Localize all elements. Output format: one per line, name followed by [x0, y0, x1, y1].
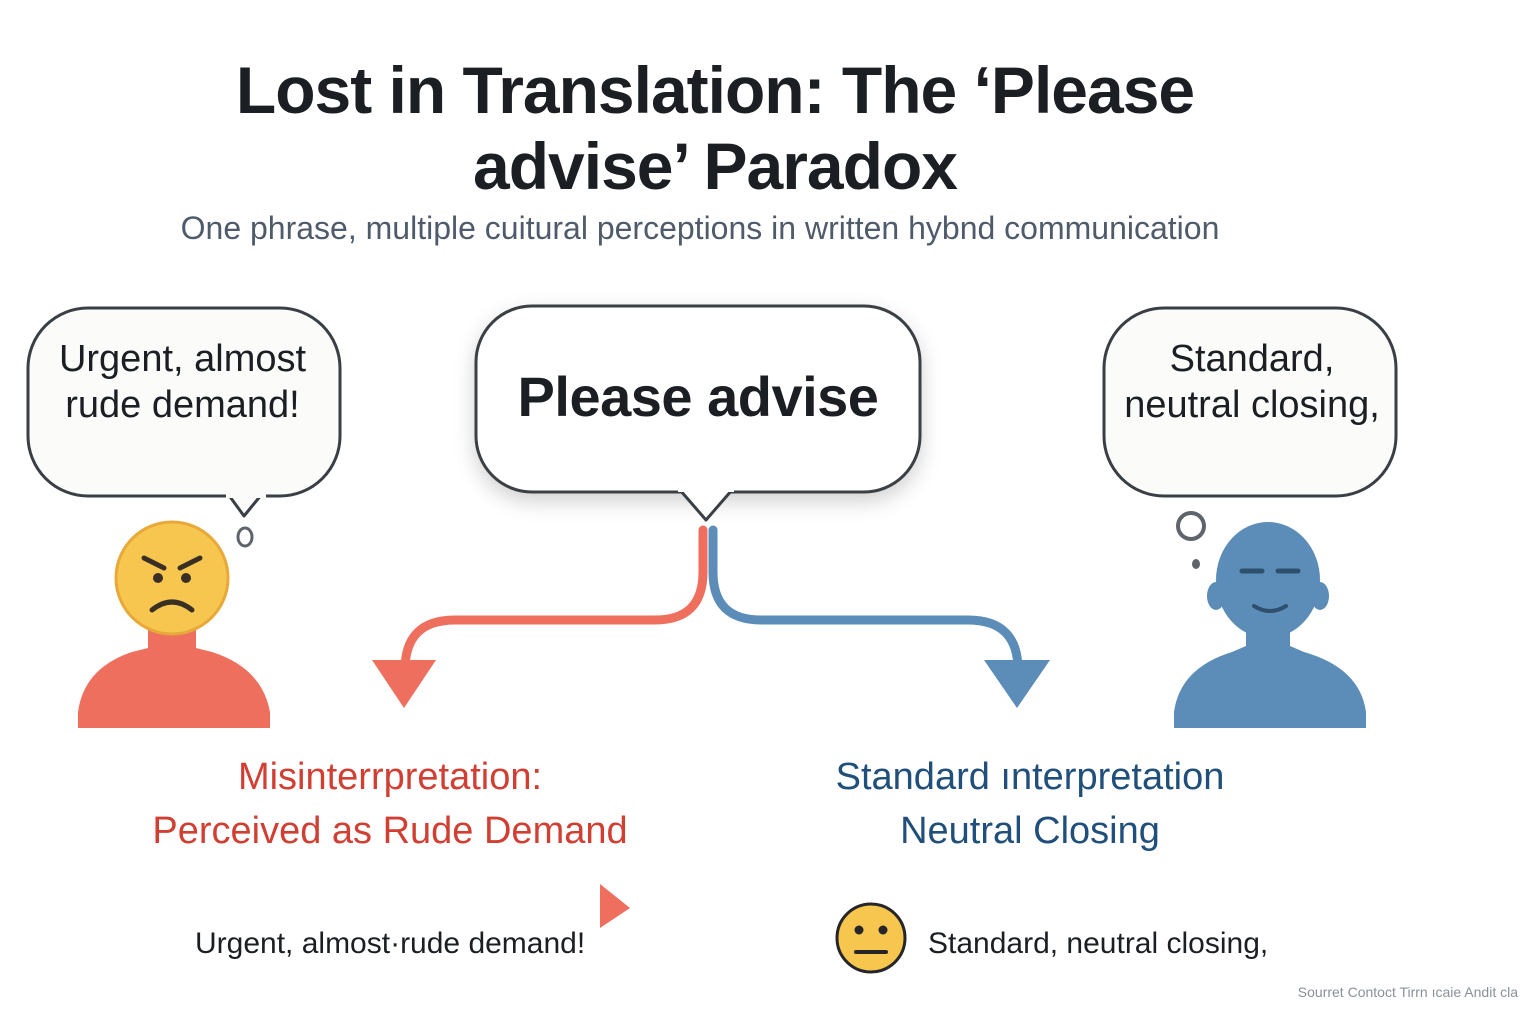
- bottom-left-caption: Urgent, almost·rude demand!: [195, 927, 586, 960]
- left-interpretation-heading: Misinterrpretation:: [237, 756, 543, 798]
- left-interpretation: Misinterrpretation: Perceived as Rude De…: [110, 750, 670, 858]
- left-bubble-text: Urgent, almost rude demand!: [58, 338, 307, 426]
- neutral-face-icon: [835, 902, 907, 974]
- branch-arrow-left: [372, 525, 708, 708]
- right-bubble-text: Standard, neutral closing,: [1124, 338, 1380, 426]
- bottom-right-caption: Standard, neutral closing,: [928, 927, 1269, 960]
- page-subtitle: One phrase, multiple cuitural perception…: [180, 210, 1220, 246]
- right-interpretation: Standard ınterpretation Neutral Closing: [760, 750, 1300, 858]
- left-interpretation-subheading: Perceived as Rude Demand: [152, 810, 628, 852]
- right-interpretation-heading: Standard ınterpretation: [835, 756, 1225, 798]
- center-bubble-text: Please advise: [517, 365, 879, 428]
- center-speech-bubble: [474, 304, 922, 522]
- right-speech-bubble: [1102, 306, 1398, 569]
- page-title: Lost in Translation: The ‘Please advise’…: [235, 53, 1195, 203]
- footer-source-note: Sourret Contoct Tirrn ıcaie Andit cla: [1297, 984, 1518, 1000]
- neutral-person-icon: [1174, 522, 1366, 728]
- right-interpretation-subheading: Neutral Closing: [900, 810, 1160, 852]
- left-speech-bubble: [26, 306, 342, 548]
- bottom-left-arrow: [196, 884, 630, 928]
- angry-person-icon: [78, 520, 270, 728]
- branch-arrow-right: [708, 525, 1050, 708]
